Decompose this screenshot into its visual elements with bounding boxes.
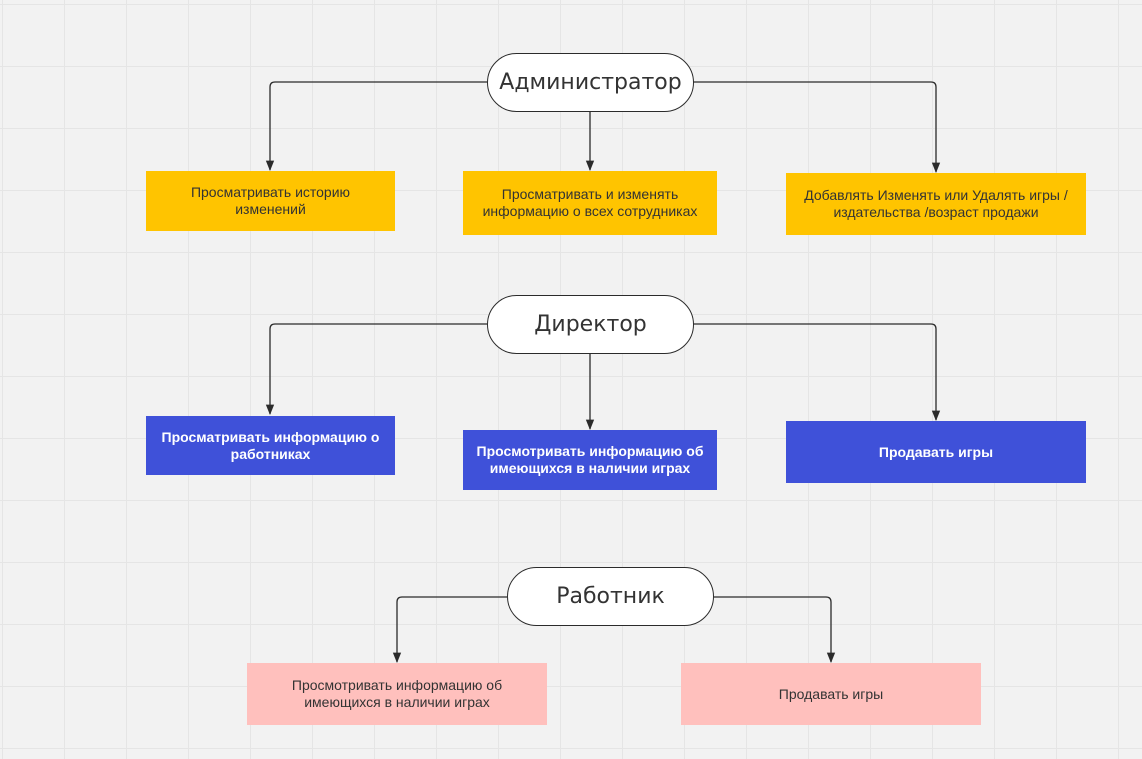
admin-card-view-history-label: Просматривать историю изменений (190, 184, 351, 217)
worker-card-sell-games[interactable]: Продавать игры (681, 663, 981, 725)
connector-admin-to-games (693, 81, 941, 174)
connector-worker-to-games (392, 596, 507, 664)
worker-card-view-games-label: Просмотривать информацию об имеющихся в … (291, 677, 503, 710)
role-label-director: Директор (534, 312, 647, 337)
director-card-sell-games[interactable]: Продавать игры (786, 421, 1086, 483)
director-card-view-games[interactable]: Просмотривать информацию об имеющихся в … (463, 430, 717, 490)
worker-card-view-games[interactable]: Просмотривать информацию об имеющихся в … (247, 663, 547, 725)
role-label-worker: Работник (556, 584, 665, 609)
role-label-admin: Администратор (499, 70, 682, 95)
connector-worker-to-sell (714, 596, 836, 664)
admin-card-manage-employees-label: Просматривать и изменять информацию о вс… (482, 186, 698, 219)
role-node-worker[interactable]: Работник (507, 567, 714, 626)
director-card-view-games-label: Просмотривать информацию об имеющихся в … (476, 443, 704, 476)
connector-admin-to-history (265, 81, 487, 172)
admin-card-view-history[interactable]: Просматривать историю изменений (146, 171, 395, 231)
connector-director-to-workers (265, 323, 487, 416)
admin-card-manage-employees[interactable]: Просматривать и изменять информацию о вс… (463, 171, 717, 235)
role-node-admin[interactable]: Администратор (487, 53, 694, 112)
director-card-sell-games-label: Продавать игры (878, 443, 994, 460)
director-card-view-workers[interactable]: Просматривать информацию о работниках (146, 416, 395, 475)
admin-card-manage-games-label: Добавлять Изменять или Удалять игры / из… (804, 187, 1068, 220)
worker-card-sell-games-label: Продавать игры (778, 685, 884, 702)
connector-director-to-sell (693, 323, 941, 422)
role-node-director[interactable]: Директор (487, 295, 694, 354)
director-card-view-workers-label: Просматривать информацию о работниках (161, 428, 380, 462)
admin-card-manage-games[interactable]: Добавлять Изменять или Удалять игры / из… (786, 173, 1086, 235)
